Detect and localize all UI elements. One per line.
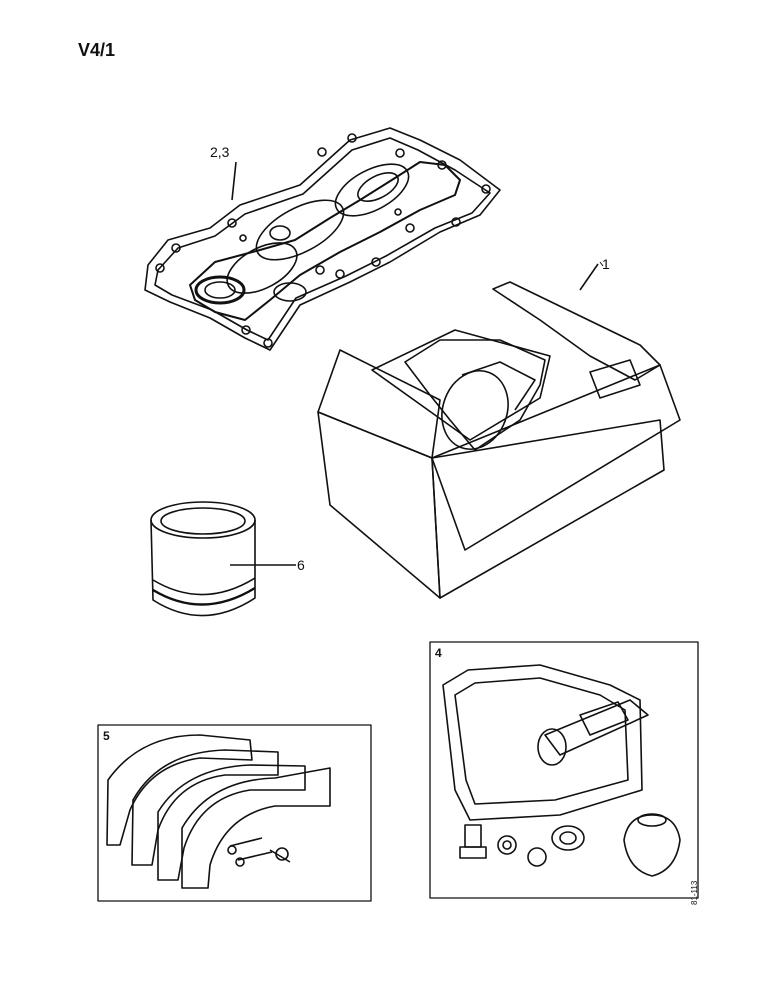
callout-kit-box: 1: [602, 256, 610, 272]
water-pump-panel: [429, 641, 699, 899]
liner-drawing: [150, 501, 296, 617]
callout-liner: 6: [297, 557, 305, 573]
kit-box-drawing: [317, 263, 681, 599]
callout-water-pump-box: 4: [435, 646, 442, 660]
brake-shoes-panel: [97, 724, 372, 902]
head-gasket-drawing: [144, 127, 501, 351]
callout-gasket-set: 2,3: [210, 144, 230, 160]
drawing-code: 81-113: [690, 880, 699, 905]
callout-brake-shoes-box: 5: [103, 729, 110, 743]
page-code: V4/1: [78, 40, 116, 60]
